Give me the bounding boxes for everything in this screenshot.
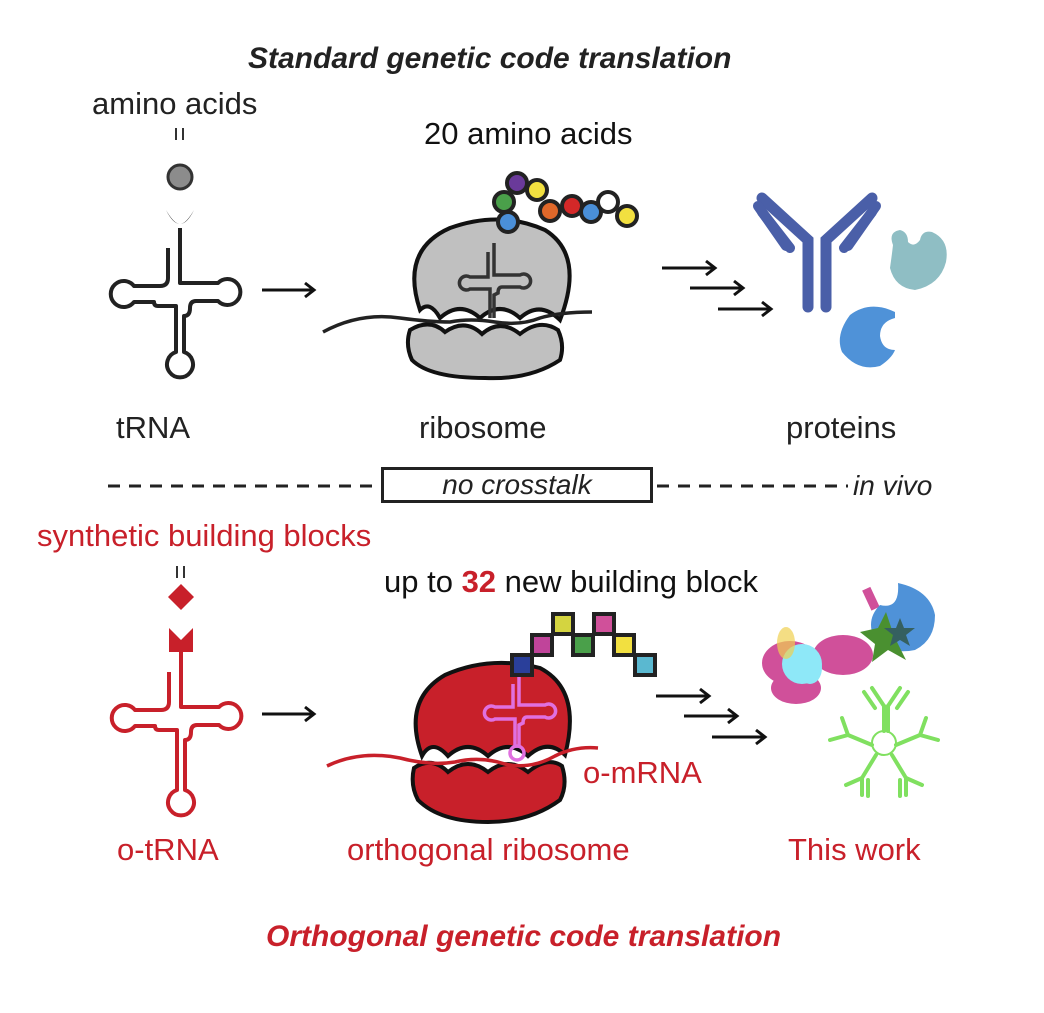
- new-blocks-prefix: up to: [384, 564, 462, 599]
- amino-acid-bead: [492, 190, 516, 214]
- building-block-square: [551, 612, 575, 636]
- amino-acid-chain: [492, 171, 639, 234]
- in-vivo-label: in vivo: [853, 470, 933, 501]
- green-antibody-complex-icon: [828, 686, 940, 798]
- star-protein-icon: [860, 583, 935, 662]
- proteins-label: proteins: [786, 410, 897, 445]
- synthetic-block-diamond-icon: [168, 584, 194, 610]
- blue-protein-icon: [839, 306, 895, 368]
- teal-protein-icon: [890, 230, 947, 290]
- flower-protein-icon: [762, 627, 873, 704]
- building-block-square: [530, 633, 554, 657]
- amino-acid-bead: [596, 190, 620, 214]
- synthetic-building-blocks-label: synthetic building blocks: [37, 518, 372, 553]
- building-block-chain: [510, 612, 657, 677]
- trna-label: tRNA: [116, 410, 191, 445]
- arrows-to-this-work: [656, 687, 768, 746]
- acceptor-stem-cup-icon: [166, 210, 194, 224]
- amino-acids-label: amino acids: [92, 86, 258, 121]
- no-crosstalk-label: no crosstalk: [442, 469, 592, 500]
- building-block-square: [633, 653, 657, 677]
- amino-acid-bead: [560, 194, 584, 218]
- amino-acid-bead: [538, 199, 562, 223]
- antibody-icon: [756, 192, 878, 313]
- amino-acid-count-label: 20 amino acids: [424, 116, 633, 151]
- new-blocks-count: 32: [461, 564, 497, 599]
- orthogonal-ribosome-label: orthogonal ribosome: [347, 832, 630, 867]
- trna-icon: [108, 228, 243, 380]
- orthogonal-ribosome-icon: [326, 660, 599, 825]
- omrna-label: o-mRNA: [583, 755, 702, 790]
- building-block-square: [592, 612, 616, 636]
- no-crosstalk-box: no crosstalk: [381, 467, 653, 503]
- amino-acid-bead: [496, 210, 520, 234]
- equals-sign-bottom: [176, 566, 185, 578]
- building-block-square: [612, 633, 636, 657]
- orthogonal-translation-title: Orthogonal genetic code translation: [266, 920, 782, 953]
- ribosome-icon: [322, 217, 593, 381]
- arrow-otrna-to-ribosome: [262, 705, 317, 723]
- building-block-square: [571, 633, 595, 657]
- amino-acid-bead: [615, 204, 639, 228]
- amino-acid-icon: [166, 163, 194, 191]
- building-block-square: [510, 653, 534, 677]
- this-work-label: This work: [788, 832, 921, 867]
- antibody-arms-outer: [753, 201, 881, 251]
- new-blocks-suffix: new building block: [496, 564, 758, 599]
- amino-acid-bead: [505, 171, 529, 195]
- otrna-label: o-tRNA: [117, 832, 219, 867]
- arrow-trna-to-ribosome: [262, 281, 317, 299]
- ribosome-label: ribosome: [419, 410, 547, 445]
- arrows-to-proteins: [662, 259, 774, 318]
- amino-acid-bead: [579, 200, 603, 224]
- equals-sign-top: [175, 128, 184, 140]
- otrna-icon: [109, 652, 244, 818]
- standard-translation-title: Standard genetic code translation: [248, 42, 732, 75]
- amino-acid-bead: [525, 178, 549, 202]
- new-building-blocks-label: up to 32 new building block: [384, 566, 758, 597]
- otrna-acceptor-icon: [169, 628, 193, 652]
